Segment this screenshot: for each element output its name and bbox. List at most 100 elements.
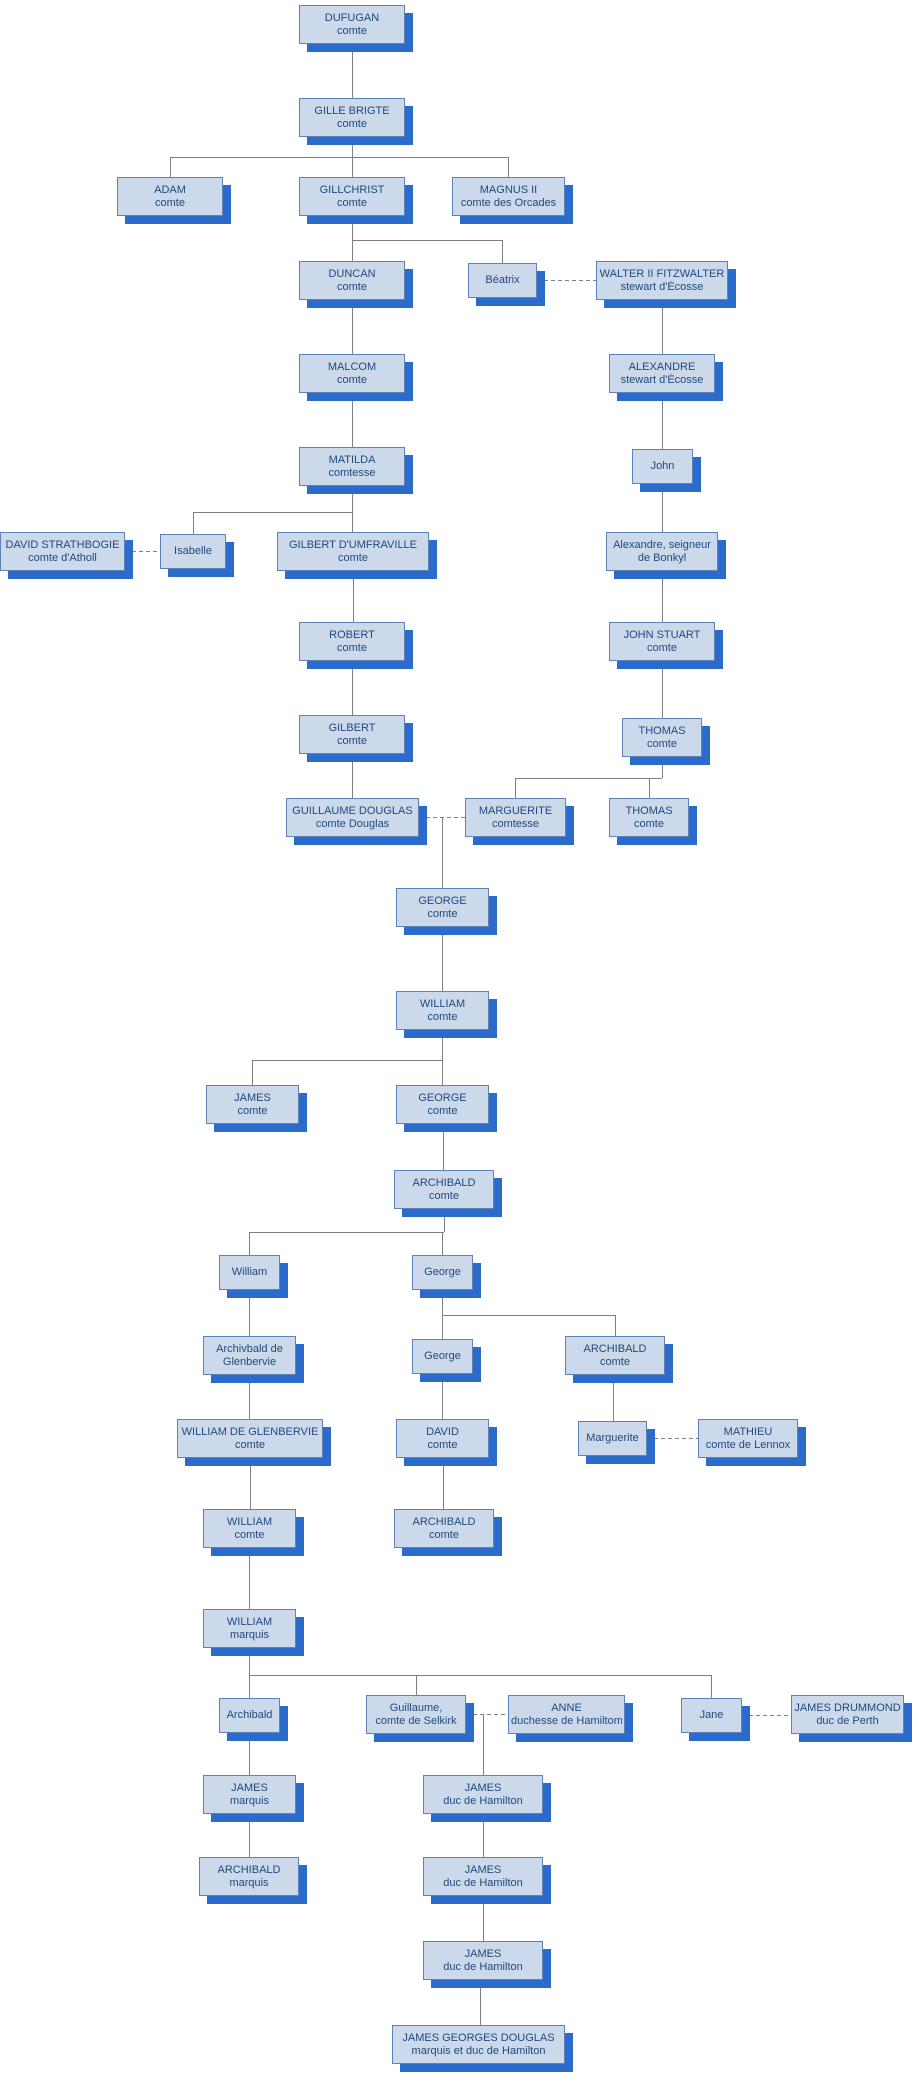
node-title-label: comte [338, 551, 368, 564]
node-name-label: Archibald [226, 1709, 273, 1721]
node-title-label: comte [429, 1528, 459, 1541]
node-name-label: ANNE [551, 1701, 582, 1714]
node-name-label: William [231, 1266, 268, 1278]
node-title-label: duc de Perth [816, 1714, 879, 1727]
node-title-label: comte [600, 1355, 630, 1368]
node-name-label: MALCOM [327, 360, 377, 373]
node-title-label: comte [234, 1528, 265, 1541]
node-title-label: comte [155, 196, 185, 209]
node-name-label: ARCHIBALD [217, 1863, 281, 1876]
tree-node-marguerite-small: Marguerite [578, 1421, 647, 1456]
node-name-label: GEORGE [418, 894, 467, 907]
node-name-label: JAMES [464, 1947, 502, 1960]
node-name-label: Guillaume, [389, 1701, 443, 1714]
node-name-label: JAMES [464, 1781, 502, 1794]
node-title-label: marquis [229, 1794, 270, 1807]
node-title-label: marquis [229, 1628, 270, 1641]
tree-node-john: John [632, 449, 693, 484]
node-name-label: WILLIAM [226, 1615, 273, 1628]
node-name-label: DUNCAN [328, 267, 376, 280]
node-name-label: John [650, 460, 675, 472]
node-title-label: stewart d'Écosse [620, 373, 704, 386]
tree-node-beatrix: Béatrix [468, 263, 537, 298]
tree-node-archibald-small: Archibald [219, 1698, 280, 1733]
node-title-label: comte [647, 737, 677, 750]
node-name-label: JAMES [234, 1091, 271, 1104]
node-title-label: duc de Hamilton [443, 1794, 523, 1807]
node-name-label: ARCHIBALD [412, 1515, 476, 1528]
node-title-label: comte [337, 641, 367, 654]
node-title-label: duchesse de Hamiltom [511, 1714, 622, 1727]
node-title-label: Glenbervie [222, 1355, 277, 1368]
node-name-label: DAVID STRATHBOGIE [5, 538, 120, 551]
node-name-label: WILLIAM [419, 997, 466, 1010]
node-title-label: stewart d'Écosse [620, 280, 704, 293]
node-name-label: ADAM [154, 183, 186, 196]
node-name-label: GUILLAUME DOUGLAS [292, 804, 413, 817]
node-name-label: THOMAS [625, 804, 673, 817]
node-title-label: comtesse [328, 466, 376, 479]
node-title-label: de Bonkyl [637, 551, 687, 564]
node-name-label: Marguerite [586, 1432, 639, 1444]
node-name-label: George [424, 1266, 461, 1278]
node-title-label: marquis et duc de Hamilton [411, 2044, 546, 2057]
node-title-label: comte de Selkirk [375, 1714, 457, 1727]
node-name-label: GILBERT [328, 721, 376, 734]
node-name-label: George [424, 1350, 461, 1362]
node-title-label: comtesse [491, 817, 540, 830]
tree-node-isabelle: Isabelle [160, 534, 226, 569]
node-title-label: comte des Orcades [460, 196, 557, 209]
node-title-label: comte Douglas [315, 817, 390, 830]
node-title-label: comte [337, 117, 367, 130]
node-name-label: Isabelle [174, 545, 212, 557]
node-title-label: comte [237, 1104, 268, 1117]
node-title-label: comte d'Atholl [28, 551, 97, 564]
node-title-label: duc de Hamilton [443, 1876, 523, 1889]
node-title-label: comte de Lennox [705, 1438, 791, 1451]
node-name-label: THOMAS [638, 724, 686, 737]
tree-node-jane: Jane [681, 1698, 742, 1733]
node-title-label: comte [337, 196, 367, 209]
node-name-label: GILBERT D'UMFRAVILLE [288, 538, 418, 551]
node-name-label: MATILDA [328, 453, 376, 466]
node-title-label: duc de Hamilton [443, 1960, 523, 1973]
node-name-label: JAMES GEORGES DOUGLAS [402, 2031, 555, 2044]
node-name-label: MATHIEU [723, 1425, 773, 1438]
node-name-label: ARCHIBALD [583, 1342, 647, 1355]
node-title-label: comte [647, 641, 677, 654]
node-name-label: Archivbald de [216, 1342, 283, 1355]
node-title-label: comte [337, 280, 367, 293]
